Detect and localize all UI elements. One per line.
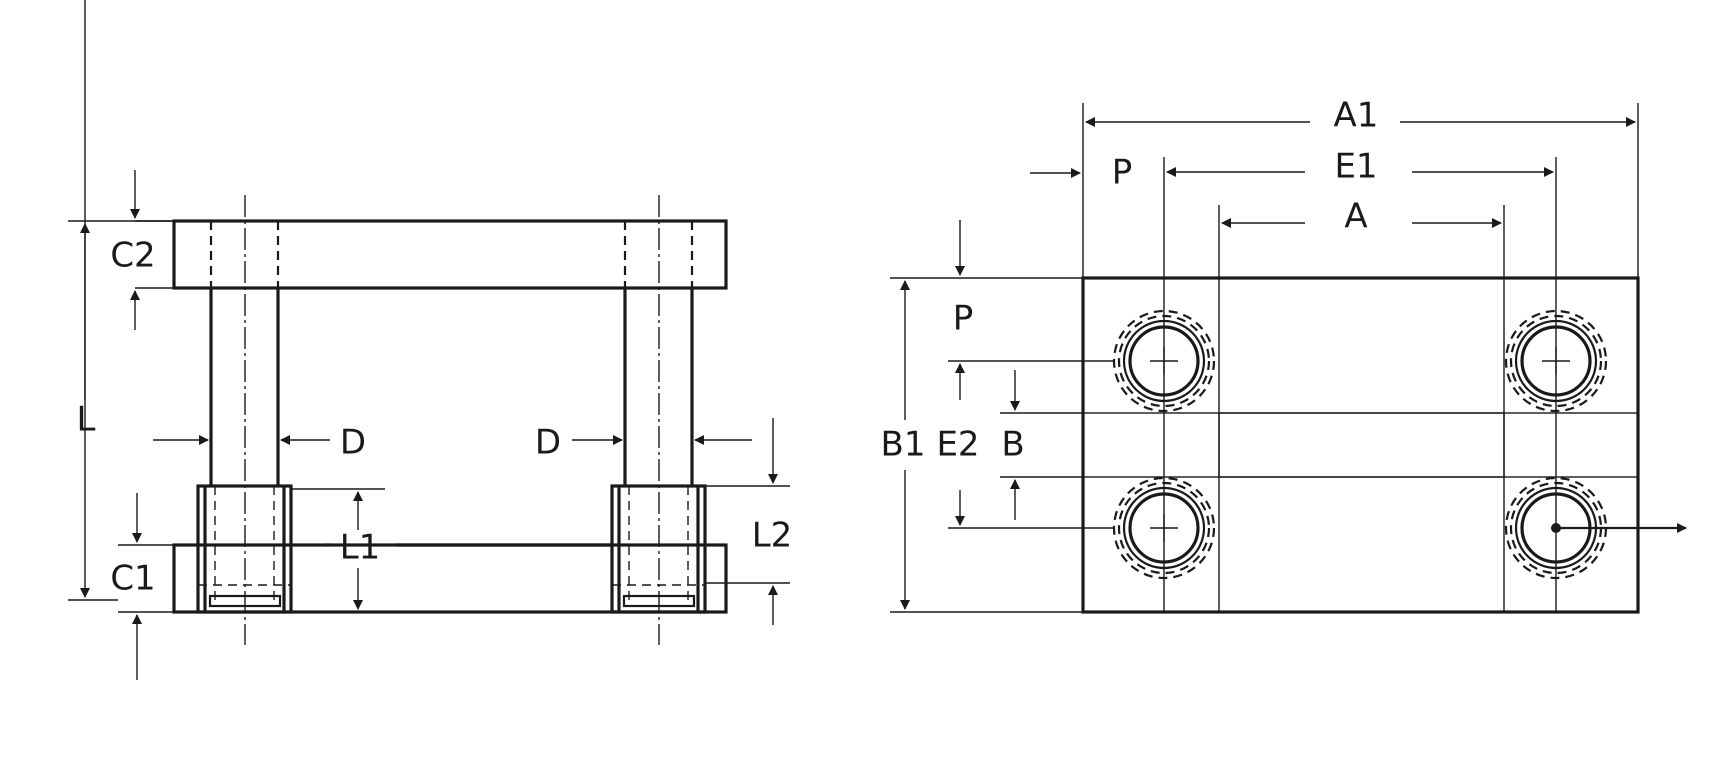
top-view: A1 P E1 A B1 (881, 96, 1687, 614)
label-e1: E1 (1334, 147, 1377, 187)
label-l2: L2 (752, 516, 793, 556)
label-p-top: P (1112, 153, 1133, 193)
bottom-plate (172, 543, 728, 614)
dimension-b1: B1 (881, 277, 1083, 613)
label-d-right: D (535, 423, 561, 463)
dimension-b: B (1000, 370, 1083, 520)
label-a1: A1 (1334, 96, 1379, 136)
label-p-side: P (953, 299, 974, 339)
dimension-e2: E2 (936, 360, 1114, 529)
base-plate-outline (1081, 276, 1640, 614)
label-c1: C1 (110, 559, 155, 599)
dimension-e1: E1 (1166, 147, 1554, 187)
label-l1: L1 (340, 528, 381, 568)
center-block (1218, 277, 1505, 613)
label-c2: C2 (110, 236, 155, 276)
left-column (196, 195, 293, 645)
dimension-a1: A1 (1082, 96, 1639, 278)
label-e2: E2 (936, 425, 979, 465)
label-l: L (77, 400, 96, 440)
dimension-a: A (1218, 197, 1505, 278)
hole-bottom-right (1504, 476, 1687, 580)
label-b: B (1001, 425, 1024, 465)
top-plate (172, 219, 728, 290)
right-column (610, 195, 707, 645)
dimension-p-top: P (1030, 153, 1132, 193)
center-overlap (1218, 412, 1505, 478)
dimension-c2: C2 (110, 170, 174, 330)
dimension-c1: C1 (110, 493, 174, 680)
label-d-left: D (340, 423, 366, 463)
label-b1: B1 (881, 425, 926, 465)
dimension-l1: L1 (291, 488, 612, 613)
dimension-p-side: P (953, 220, 974, 339)
dimension-l: L (68, 0, 174, 601)
side-view: C2 L D D L1 (68, 0, 792, 680)
dimension-d-left: D (153, 423, 366, 463)
dimension-d-right: D (535, 423, 752, 463)
horizontal-band (1082, 412, 1639, 478)
label-a: A (1344, 197, 1367, 237)
dimension-l2: L2 (705, 418, 792, 625)
